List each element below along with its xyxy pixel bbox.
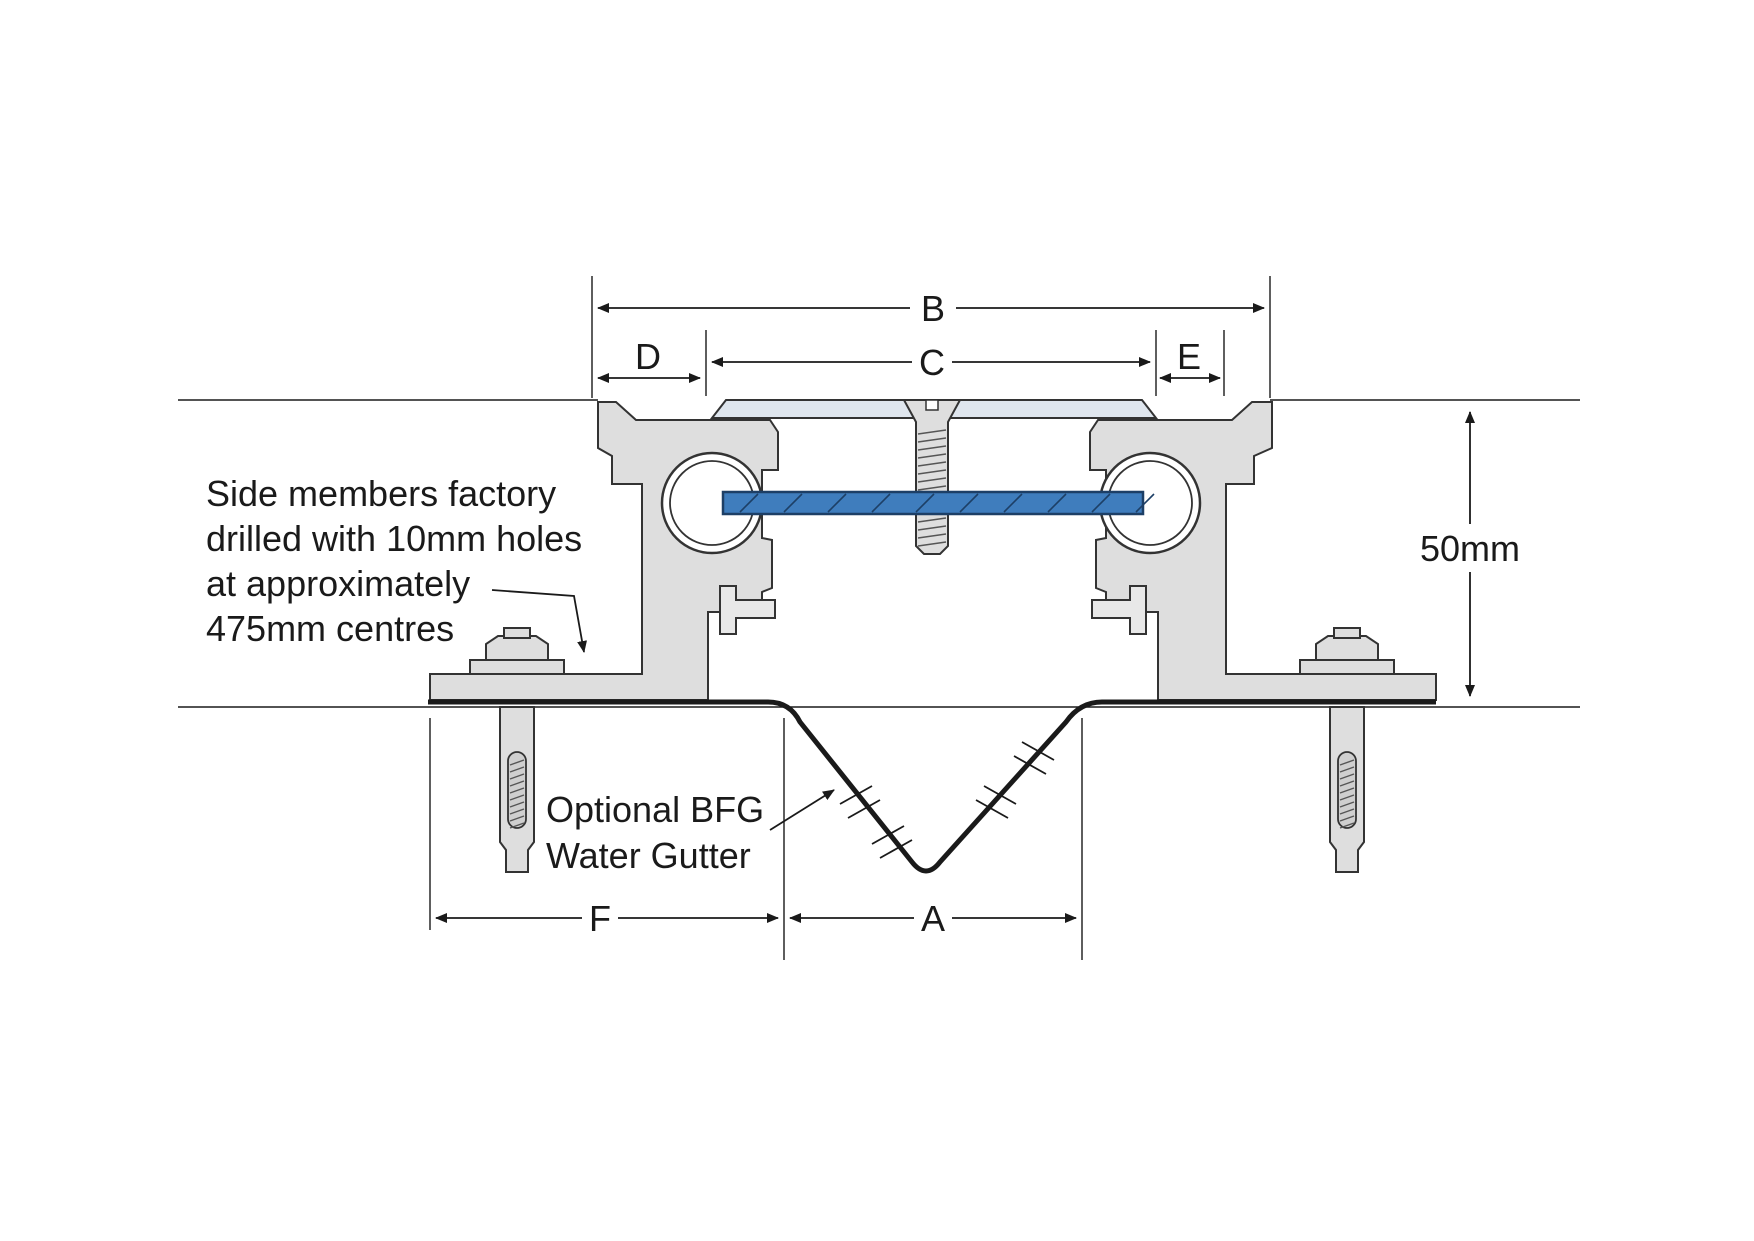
dimension-c: C bbox=[705, 330, 1157, 396]
dimension-c-label: C bbox=[919, 342, 945, 383]
dimension-d-label: D bbox=[635, 336, 661, 377]
note-line-2: drilled with 10mm holes bbox=[206, 518, 582, 559]
dimension-f: F bbox=[429, 718, 785, 960]
gutter-line-2: Water Gutter bbox=[546, 835, 751, 876]
right-anchor-bolt bbox=[1299, 627, 1395, 873]
side-members-note: Side members factory drilled with 10mm h… bbox=[206, 473, 587, 653]
centre-screw bbox=[902, 399, 962, 555]
gutter-note: Optional BFG Water Gutter bbox=[546, 789, 835, 876]
gutter-line-1: Optional BFG bbox=[546, 789, 764, 830]
note-line-3: at approximately bbox=[206, 563, 470, 604]
dimension-height: 50mm bbox=[1414, 411, 1526, 697]
dimension-a: A bbox=[789, 718, 1083, 960]
note-line-4: 475mm centres bbox=[206, 608, 454, 649]
right-side-member bbox=[1089, 401, 1437, 701]
water-gutter bbox=[428, 699, 1436, 874]
cross-bar bbox=[721, 490, 1155, 516]
dimension-a-label: A bbox=[921, 898, 945, 939]
dimension-b-label: B bbox=[921, 288, 945, 329]
left-anchor-bolt bbox=[469, 627, 565, 873]
dimension-d: D bbox=[597, 336, 701, 383]
note-line-1: Side members factory bbox=[206, 473, 556, 514]
dimension-e: E bbox=[1159, 330, 1225, 396]
dimension-b: B bbox=[591, 276, 1271, 398]
dimension-f-label: F bbox=[589, 898, 611, 939]
dimension-e-label: E bbox=[1177, 336, 1201, 377]
dimension-height-label: 50mm bbox=[1420, 528, 1520, 569]
